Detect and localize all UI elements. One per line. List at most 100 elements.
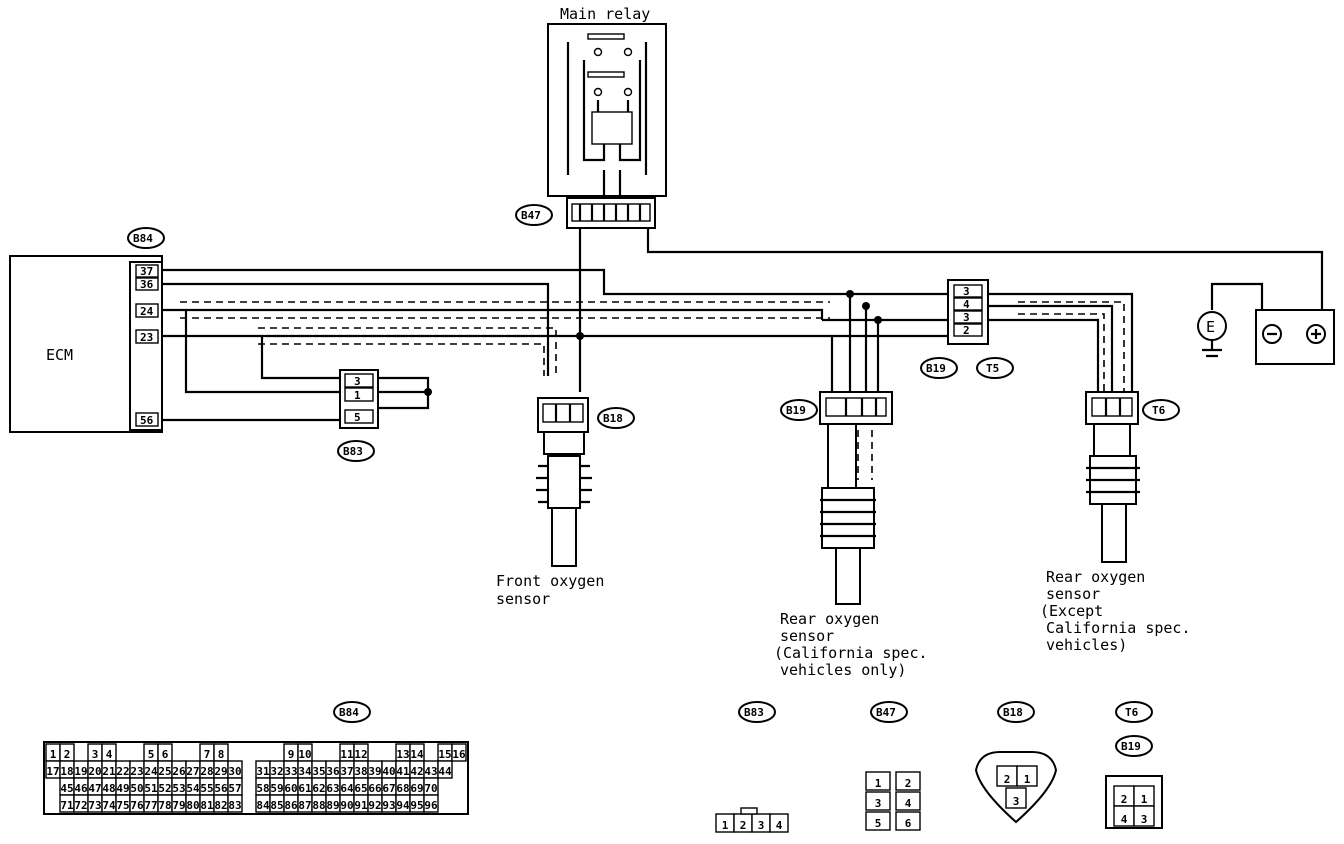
ecm-pin-37: 37 <box>140 265 153 278</box>
b84-pin-16-cell <box>451 743 467 762</box>
b84-pin-47-label: 47 <box>88 782 101 795</box>
b47-view-pin-1-cell <box>865 771 891 791</box>
b84-pin-53-label: 53 <box>172 782 185 795</box>
b84-pin-16-label: 16 <box>452 748 466 761</box>
t6-view-pin-1-label: 1 <box>1141 793 1148 806</box>
b84-pin-22-label: 22 <box>116 765 129 778</box>
connector-b47: B47 <box>515 197 656 229</box>
b84-pin-19-label: 19 <box>74 765 87 778</box>
b84-pin-96-label: 96 <box>424 799 438 812</box>
b84-pin-58-label: 58 <box>256 782 269 795</box>
b84-pin-72-label: 72 <box>74 799 87 812</box>
b84-pin-92-label: 92 <box>368 799 381 812</box>
b84-pin-9-label: 9 <box>288 748 295 761</box>
b84-pin-86-label: 86 <box>284 799 298 812</box>
b84-pin-96-cell <box>423 794 439 813</box>
b84-pin-94-label: 94 <box>396 799 410 812</box>
b84-pin-81-label: 81 <box>200 799 214 812</box>
b47-view-pin-2-label: 2 <box>905 777 912 790</box>
ground-symbol: E <box>1206 318 1215 336</box>
b84-pin-77-label: 77 <box>144 799 157 812</box>
b84-pin-8-label: 8 <box>218 748 225 761</box>
b84-pin-2-label: 2 <box>64 748 71 761</box>
b47-view-pin-5-cell <box>865 811 891 831</box>
b84-pin-29-label: 29 <box>214 765 227 778</box>
b84-pin-73-label: 73 <box>88 799 101 812</box>
b84-pin-44-label: 44 <box>438 765 452 778</box>
b83-view-pin-4-label: 4 <box>776 819 783 832</box>
b84-pin-70-label: 70 <box>424 782 437 795</box>
t5-pin-c: 3 <box>963 311 970 324</box>
b84-pin-25-label: 25 <box>158 765 171 778</box>
b84-pin-62-label: 62 <box>312 782 325 795</box>
b19-tag-joint: B19 <box>926 362 946 375</box>
b84-pin-88-label: 88 <box>312 799 325 812</box>
ecm-pin-23: 23 <box>140 331 153 344</box>
b84-pin-39-label: 39 <box>368 765 381 778</box>
b84-pin-23-label: 23 <box>130 765 143 778</box>
b83-view-pin-3-label: 3 <box>758 819 765 832</box>
b84-view-tag: B84 <box>339 706 359 719</box>
connector-b83: 3 1 5 B83 <box>337 369 379 462</box>
b84-pin-21-label: 21 <box>102 765 116 778</box>
ecm-label: ECM <box>46 346 73 364</box>
b84-pin-66-label: 66 <box>368 782 382 795</box>
t5-tag: T5 <box>986 362 999 375</box>
front-oxygen-sensor: B18 Front oxygen sensor <box>496 397 635 608</box>
b84-pin-71-label: 71 <box>60 799 74 812</box>
ecm-pin-24: 24 <box>140 305 154 318</box>
b83-view-tab <box>740 807 758 815</box>
b84-pin-67-label: 67 <box>382 782 395 795</box>
rear-ex-label-1: Rear oxygen <box>1046 568 1145 586</box>
rear-ex-label-5: vehicles) <box>1046 636 1127 654</box>
main-relay: Main relay <box>547 5 667 198</box>
b84-pin-74-label: 74 <box>102 799 116 812</box>
b84-pin-44-cell <box>437 760 453 779</box>
b18-view-pin-1-cell <box>1016 765 1038 787</box>
b84-pin-26-label: 26 <box>172 765 186 778</box>
b83-view-tag: B83 <box>744 706 764 719</box>
b84-pin-12-label: 12 <box>354 748 367 761</box>
b84-pin-36-label: 36 <box>326 765 340 778</box>
rear-cal-label-1: Rear oxygen <box>780 610 879 628</box>
b84-pin-80-label: 80 <box>186 799 199 812</box>
b84-pin-40-label: 40 <box>382 765 395 778</box>
b84-pin-55-label: 55 <box>200 782 213 795</box>
b47-view-pin-4-cell <box>895 791 921 811</box>
b84-pin-20-label: 20 <box>88 765 101 778</box>
b84-pin-61-label: 61 <box>298 782 312 795</box>
b84-pin-89-label: 89 <box>326 799 339 812</box>
b83-view-pin-1-label: 1 <box>722 819 729 832</box>
b84-pin-78-label: 78 <box>158 799 171 812</box>
connector-b19-t5: 3 4 3 2 B19 T5 <box>920 279 1014 379</box>
b84-pin-60-label: 60 <box>284 782 297 795</box>
t5-pin-b: 4 <box>963 298 970 311</box>
rear-ex-label-2: sensor <box>1046 585 1100 603</box>
b84-pin-54-label: 54 <box>186 782 200 795</box>
b84-pin-30-label: 30 <box>228 765 241 778</box>
b84-pin-37-label: 37 <box>340 765 353 778</box>
b19-tag-rear: B19 <box>786 404 806 417</box>
b84-pin-28-label: 28 <box>200 765 213 778</box>
ecm-unit: ECM 37 36 24 23 56 B84 <box>9 227 165 433</box>
b84-pin-63-label: 63 <box>326 782 339 795</box>
b83-view-pin-4-cell <box>769 813 789 833</box>
b84-pin-75-label: 75 <box>116 799 129 812</box>
t6-tag: T6 <box>1152 404 1166 417</box>
b84-pin-59-label: 59 <box>270 782 283 795</box>
b84-pin-41-label: 41 <box>396 765 410 778</box>
b84-pin-90-label: 90 <box>340 799 353 812</box>
b84-pin-95-label: 95 <box>410 799 423 812</box>
b84-pin-93-label: 93 <box>382 799 395 812</box>
b84-pin-46-label: 46 <box>74 782 88 795</box>
t6-view-pin-2-label: 2 <box>1121 793 1128 806</box>
b19-view-tag: B19 <box>1121 740 1141 753</box>
ecm-pin-36: 36 <box>140 278 154 291</box>
b84-pin-50-label: 50 <box>130 782 143 795</box>
b84-pin-14-label: 14 <box>410 748 424 761</box>
front-o2-label-2: sensor <box>496 590 550 608</box>
b18-tag: B18 <box>603 412 623 425</box>
b83-tag: B83 <box>343 445 363 458</box>
